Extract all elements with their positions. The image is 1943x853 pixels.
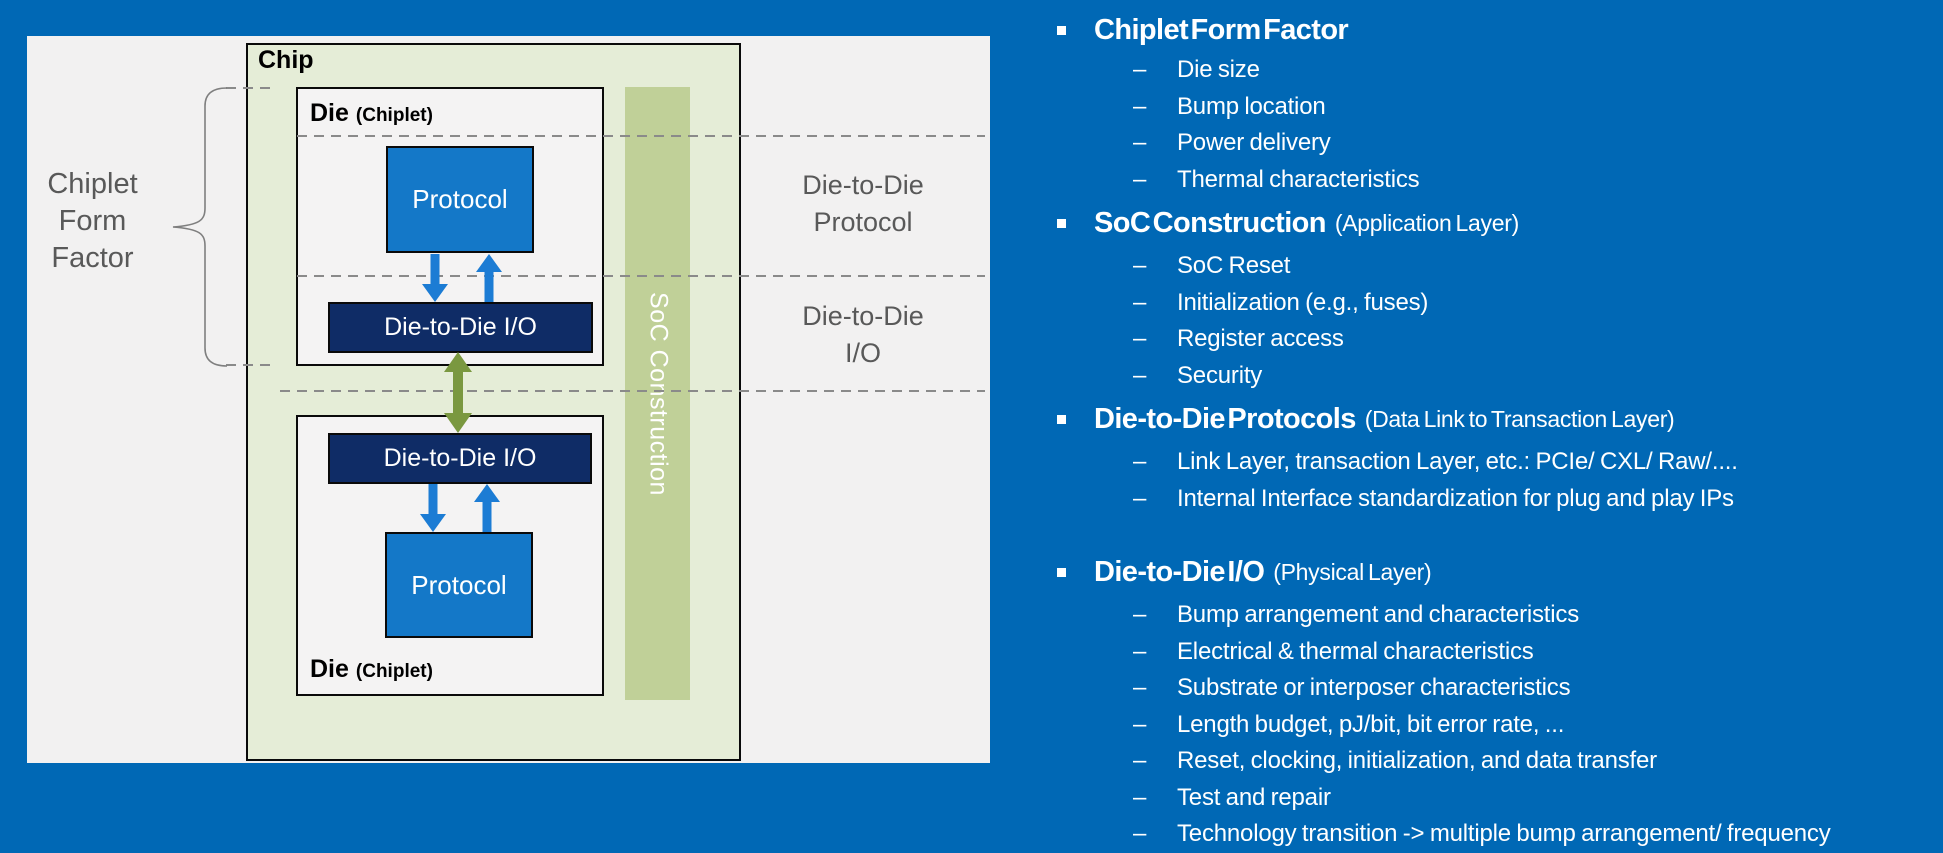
band-label-io: Die-to-Die I/O [802,301,924,368]
sub-item-text: Reset, clocking, initialization, and dat… [1177,747,1657,775]
brace-leader-top [226,87,276,89]
dash-bullet-icon: – [1133,165,1147,193]
die-to-die-io-box-bottom: Die-to-Die I/O [328,433,592,484]
arrow-down-icon [422,254,448,302]
sub-item-text: Link Layer, transaction Layer, etc.: PCI… [1177,448,1738,476]
die-to-die-io-box-top: Die-to-Die I/O [328,302,593,353]
band-label-protocol: Die-to-Die Protocol [802,170,924,237]
die-label: Die(Chiplet) [310,655,433,683]
bullet-sub-row: – Power delivery [1040,125,1940,162]
heading-paren-text: (Physical Layer) [1273,558,1432,585]
bullet-sub-row: – SoC Reset [1040,248,1940,285]
dash-bullet-icon: – [1133,710,1147,738]
brace-icon [172,87,228,367]
dash-bullet-icon: – [1133,56,1147,84]
sub-item-text: Initialization (e.g., fuses) [1177,288,1429,316]
chip-label: Chip [258,46,314,74]
bullet-heading-row: Die-to-Die Protocols (Data Link to Transa… [1040,394,1940,444]
heading-text: Die-to-Die I/O [1094,555,1265,588]
bullet-sub-row: – Link Layer, transaction Layer, etc.: PC… [1040,444,1940,481]
brace-caption: Chiplet Form Factor [47,168,138,274]
bullet-sub-row: – Technology transition -> multiple bump … [1040,816,1940,853]
dash-bullet-icon: – [1133,637,1147,665]
bullet-heading-row: Die-to-Die I/O (Physical Layer) [1040,547,1940,597]
bullet-list: Chiplet Form Factor – Die size – Bump locati… [1040,0,1940,853]
bullet-sub-row: – Length budget, pJ/bit, bit error rate, … [1040,707,1940,744]
arrow-down-icon [420,484,446,532]
bullet-sub-row: – Thermal characteristics [1040,162,1940,199]
dash-bullet-icon: – [1133,448,1147,476]
bullet-sub-row: – Bump arrangement and characteristics [1040,597,1940,634]
bullet-sub-row: – Register access [1040,321,1940,358]
square-bullet-icon [1057,414,1066,424]
heading-paren-text: (Data Link to Transaction Layer) [1364,405,1675,432]
arrow-up-icon [474,484,500,532]
dash-bullet-icon: – [1133,288,1147,316]
sub-item-text: Register access [1177,325,1344,353]
soc-construction-label: SoC Construction [644,291,672,496]
dashed-divider-io-bottom [280,390,985,392]
bullet-sub-row: – Test and repair [1040,780,1940,817]
dashed-divider-protocol-io [297,275,985,277]
arrow-up-icon [476,254,502,302]
bullet-sub-row: – Security [1040,358,1940,395]
bullet-sub-row: – Internal Interface standardization for … [1040,481,1940,518]
sub-item-text: Test and repair [1177,783,1331,811]
double-arrow-icon [444,352,472,433]
dash-bullet-icon: – [1133,252,1147,280]
heading-text: Chiplet Form Factor [1094,13,1349,46]
sub-item-text: Bump arrangement and characteristics [1177,601,1579,629]
dash-bullet-icon: – [1133,325,1147,353]
bullet-heading-row: Chiplet Form Factor [1040,8,1940,52]
sub-item-text: Technology transition -> multiple bump a… [1177,820,1831,848]
soc-construction-bar: SoC Construction [625,87,690,700]
dash-bullet-icon: – [1133,361,1147,389]
heading-text: Die-to-Die Protocols [1094,402,1356,435]
sub-item-text: Internal Interface standardization for p… [1177,484,1734,512]
sub-item-text: Security [1177,361,1263,389]
dash-bullet-icon: – [1133,601,1147,629]
heading-paren-text: (Application Layer) [1334,209,1519,236]
protocol-box-bottom: Protocol [385,532,533,638]
bullet-sub-row: – Electrical & thermal characteristics [1040,634,1940,671]
sub-item-text: Electrical & thermal characteristics [1177,637,1534,665]
dash-bullet-icon: – [1133,484,1147,512]
sub-item-text: Length budget, pJ/bit, bit error rate, .… [1177,710,1565,738]
dash-bullet-icon: – [1133,674,1147,702]
sub-item-text: Bump location [1177,92,1326,120]
square-bullet-icon [1057,567,1066,577]
sub-item-text: Die size [1177,56,1260,84]
sub-item-text: Power delivery [1177,129,1331,157]
bullet-sub-row: – Reset, clocking, initialization, and da… [1040,743,1940,780]
bullet-sub-row: – Substrate or interposer characteristics [1040,670,1940,707]
heading-text: SoC Construction [1094,206,1326,239]
bullet-sub-row: – Bump location [1040,89,1940,126]
bullet-heading-row: SoC Construction (Application Layer) [1040,198,1940,248]
protocol-box-top: Protocol [386,146,534,253]
sub-item-text: Substrate or interposer characteristics [1177,674,1571,702]
bullet-sub-row: – Die size [1040,52,1940,89]
dash-bullet-icon: – [1133,783,1147,811]
sub-item-text: SoC Reset [1177,252,1291,280]
sub-item-text: Thermal characteristics [1177,165,1420,193]
die-label: Die(Chiplet) [310,99,433,127]
square-bullet-icon [1057,25,1066,35]
bullet-sub-row: – Initialization (e.g., fuses) [1040,285,1940,322]
dash-bullet-icon: – [1133,92,1147,120]
dash-bullet-icon: – [1133,820,1147,848]
dash-bullet-icon: – [1133,129,1147,157]
dash-bullet-icon: – [1133,747,1147,775]
brace-leader-bottom [226,364,276,366]
dashed-divider-protocol-top [297,135,985,137]
square-bullet-icon [1057,218,1066,228]
